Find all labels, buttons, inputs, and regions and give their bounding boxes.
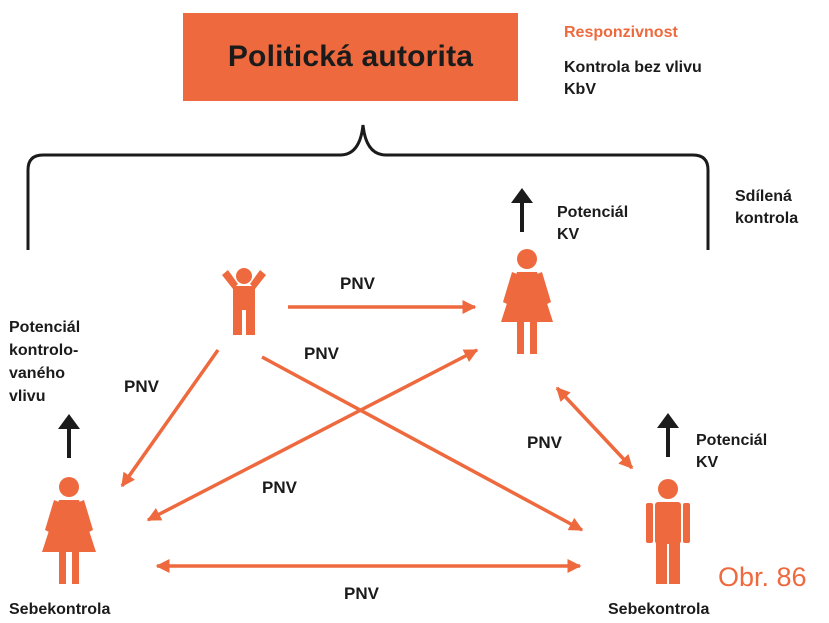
pnv-label-left: PNV bbox=[124, 377, 159, 396]
potential-kv-right-line2: KV bbox=[696, 454, 719, 471]
potential-controlled-influence-line4: vlivu bbox=[9, 388, 46, 405]
potential-kv-top-line1: Potenciál bbox=[557, 204, 629, 221]
pnv-label-top: PNV bbox=[340, 274, 375, 293]
shared-control-brace bbox=[26, 124, 710, 250]
responsiveness-label: Responzivnost bbox=[564, 24, 678, 41]
control-without-influence-label: Kontrola bez vlivu bbox=[564, 59, 702, 76]
political-authority-box: Politická autorita bbox=[183, 13, 518, 101]
arrow-woman-top-to-woman-left bbox=[146, 348, 479, 522]
pnv-label-center: PNV bbox=[304, 344, 339, 363]
potential-controlled-influence-line1: Potenciál bbox=[9, 319, 81, 336]
self-control-right-label: Sebekontrola bbox=[608, 601, 710, 618]
child-icon bbox=[222, 268, 266, 335]
pnv-label-lower: PNV bbox=[262, 478, 297, 497]
potential-controlled-influence-line3: vaného bbox=[9, 365, 66, 382]
woman-icon bbox=[42, 477, 96, 584]
self-control-left-label: Sebekontrola bbox=[9, 601, 111, 618]
shared-control-label-line1: Sdílená bbox=[735, 188, 792, 205]
arrow-woman-top-to-man bbox=[555, 386, 634, 470]
pnv-label-right: PNV bbox=[527, 433, 562, 452]
potential-controlled-influence-line2: kontrolo- bbox=[9, 342, 79, 359]
arrow-child-to-woman-left bbox=[120, 348, 220, 488]
kbv-label: KbV bbox=[564, 81, 596, 98]
woman-icon bbox=[501, 249, 553, 354]
potential-kv-right-line1: Potenciál bbox=[696, 432, 768, 449]
figure-number: Obr. 86 bbox=[718, 562, 807, 592]
political-authority-title: Politická autorita bbox=[227, 40, 474, 73]
arrow-up-icon bbox=[58, 414, 80, 458]
man-icon bbox=[646, 479, 690, 584]
arrow-up-icon bbox=[657, 413, 679, 457]
arrow-up-icon bbox=[511, 188, 533, 232]
pnv-label-bottom: PNV bbox=[344, 584, 379, 603]
shared-control-label-line2: kontrola bbox=[735, 210, 799, 227]
potential-kv-top-line2: KV bbox=[557, 226, 580, 243]
